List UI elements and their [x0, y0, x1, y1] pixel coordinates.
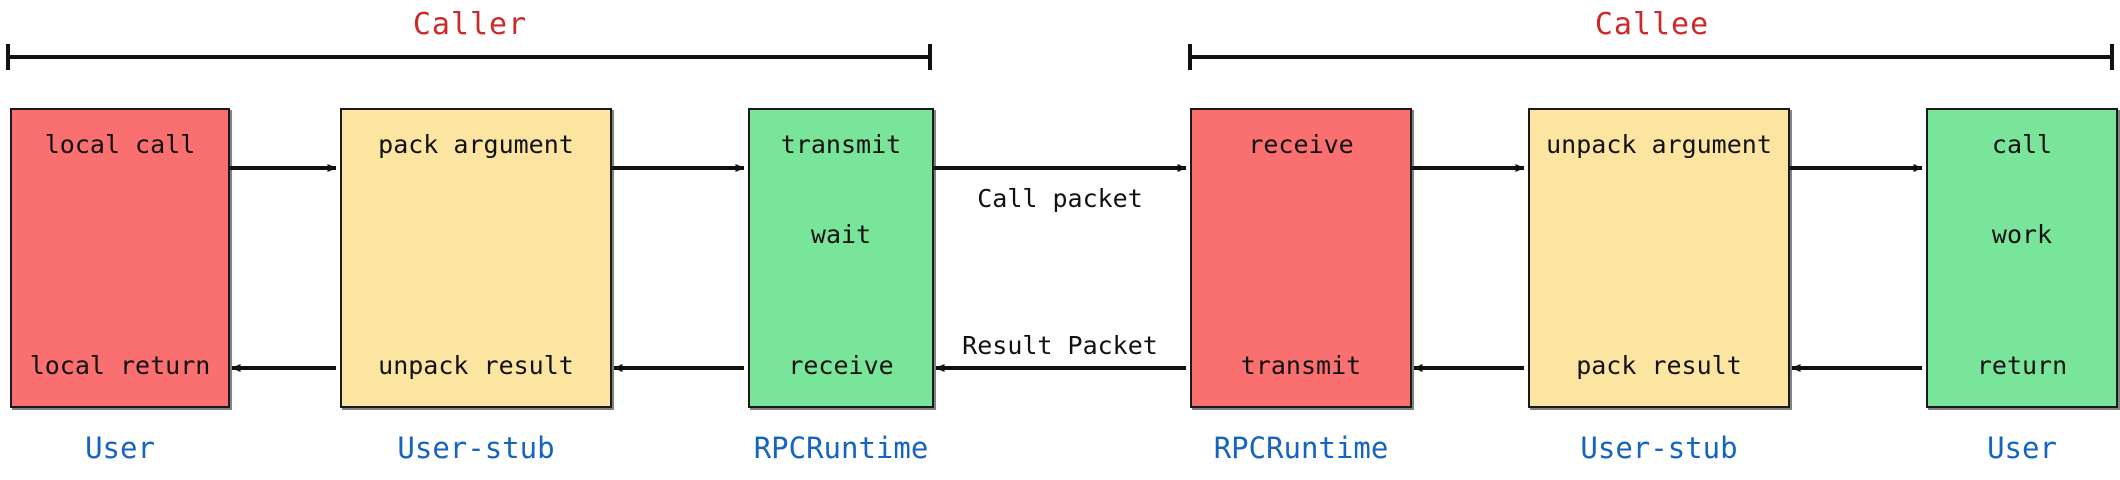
- step-caller-rpcruntime-mid: wait: [810, 220, 872, 249]
- step-callee-rpcruntime-bottom: transmit: [1240, 351, 1362, 380]
- step-callee-user-mid: work: [1991, 220, 2053, 249]
- group-title-caller: Caller: [412, 7, 528, 42]
- step-callee-rpcruntime-top: receive: [1248, 130, 1354, 159]
- step-caller-user-bottom: local return: [29, 351, 211, 380]
- step-caller-user-top: local call: [44, 130, 196, 159]
- column-caption-caller-rpcruntime: RPCRuntime: [753, 431, 929, 465]
- callee-bracket: [1188, 44, 2114, 70]
- step-callee-user-bottom: return: [1976, 351, 2068, 380]
- packet-label-call: Call packet: [977, 184, 1143, 213]
- column-caption-callee-user-stub: User-stub: [1580, 431, 1738, 465]
- column-caption-caller-user: User: [85, 431, 155, 465]
- caller-bracket: [6, 44, 932, 70]
- process-box-caller-user-stub[interactable]: pack argument unpack result: [340, 108, 612, 408]
- process-box-caller-rpcruntime[interactable]: transmit wait receive: [748, 108, 934, 408]
- step-caller-user-stub-bottom: unpack result: [378, 351, 574, 380]
- step-callee-user-stub-top: unpack argument: [1546, 130, 1772, 159]
- process-box-callee-rpcruntime[interactable]: receive transmit: [1190, 108, 1412, 408]
- internal-vertical-arrows: [837, 190, 2026, 345]
- step-caller-rpcruntime-top: transmit: [780, 130, 902, 159]
- process-box-caller-user[interactable]: local call local return: [10, 108, 230, 408]
- process-box-callee-user[interactable]: call work return: [1926, 108, 2118, 408]
- step-caller-rpcruntime-bottom: receive: [788, 351, 894, 380]
- step-callee-user-top: call: [1991, 130, 2053, 159]
- packet-label-result: Result Packet: [962, 331, 1158, 360]
- process-box-callee-user-stub[interactable]: unpack argument pack result: [1528, 108, 1790, 408]
- step-callee-user-stub-bottom: pack result: [1576, 351, 1742, 380]
- column-caption-caller-user-stub: User-stub: [397, 431, 555, 465]
- column-caption-callee-rpcruntime: RPCRuntime: [1213, 431, 1389, 465]
- group-title-callee: Callee: [1594, 7, 1710, 42]
- column-caption-callee-user: User: [1987, 431, 2057, 465]
- step-caller-user-stub-top: pack argument: [378, 130, 574, 159]
